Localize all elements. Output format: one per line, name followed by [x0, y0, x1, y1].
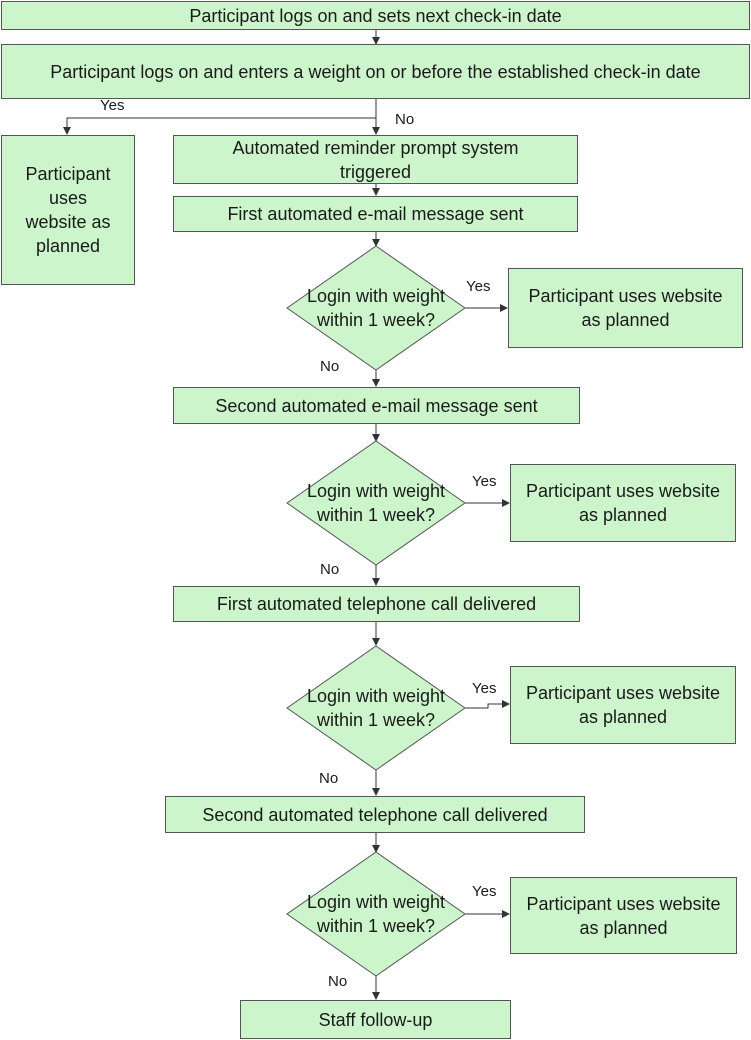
arrow-yes-left — [63, 117, 376, 135]
box-result-1: Participant uses website as planned — [508, 268, 743, 348]
label-no-2: No — [320, 561, 340, 578]
decision-text-1: Login with weight within 1 week? — [306, 286, 446, 330]
label-yes-top: Yes — [100, 97, 125, 114]
decision-text-4: Login with weight within 1 week? — [306, 892, 446, 936]
box-result-2: Participant uses website as planned — [510, 464, 736, 542]
box-first-phone-call: First automated telephone call delivered — [173, 586, 580, 622]
label-yes-3: Yes — [472, 680, 497, 697]
decision-text-2: Login with weight within 1 week? — [306, 481, 446, 525]
box-reminder-triggered: Automated reminder prompt system trigger… — [173, 135, 578, 184]
box-staff-follow-up: Staff follow-up — [240, 1000, 511, 1039]
box-second-email: Second automated e-mail message sent — [173, 387, 580, 424]
label-yes-1: Yes — [466, 278, 491, 295]
decision-diamond-2 — [286, 440, 466, 566]
label-no-3: No — [319, 770, 339, 787]
decision-diamond-1 — [286, 245, 466, 371]
box-uses-website-left: Participant uses website as planned — [1, 135, 135, 285]
box-result-4: Participant uses website as planned — [510, 877, 737, 954]
label-no-top: No — [395, 111, 415, 128]
box-logon-enter-weight: Participant logs on and enters a weight … — [1, 44, 750, 99]
label-yes-4: Yes — [472, 883, 497, 900]
arrow-d3-r3 — [465, 700, 510, 709]
label-no-1: No — [320, 358, 340, 375]
decision-diamond-3 — [286, 645, 466, 771]
label-yes-2: Yes — [472, 473, 497, 490]
decision-text-3: Login with weight within 1 week? — [306, 686, 446, 730]
box-first-email: First automated e-mail message sent — [173, 196, 578, 232]
box-second-phone-call: Second automated telephone call delivere… — [165, 796, 585, 833]
box-logon-set-checkin: Participant logs on and sets next check-… — [1, 1, 750, 30]
decision-diamond-4 — [286, 851, 466, 977]
box-result-3: Participant uses website as planned — [510, 666, 736, 744]
label-no-4: No — [328, 973, 348, 990]
